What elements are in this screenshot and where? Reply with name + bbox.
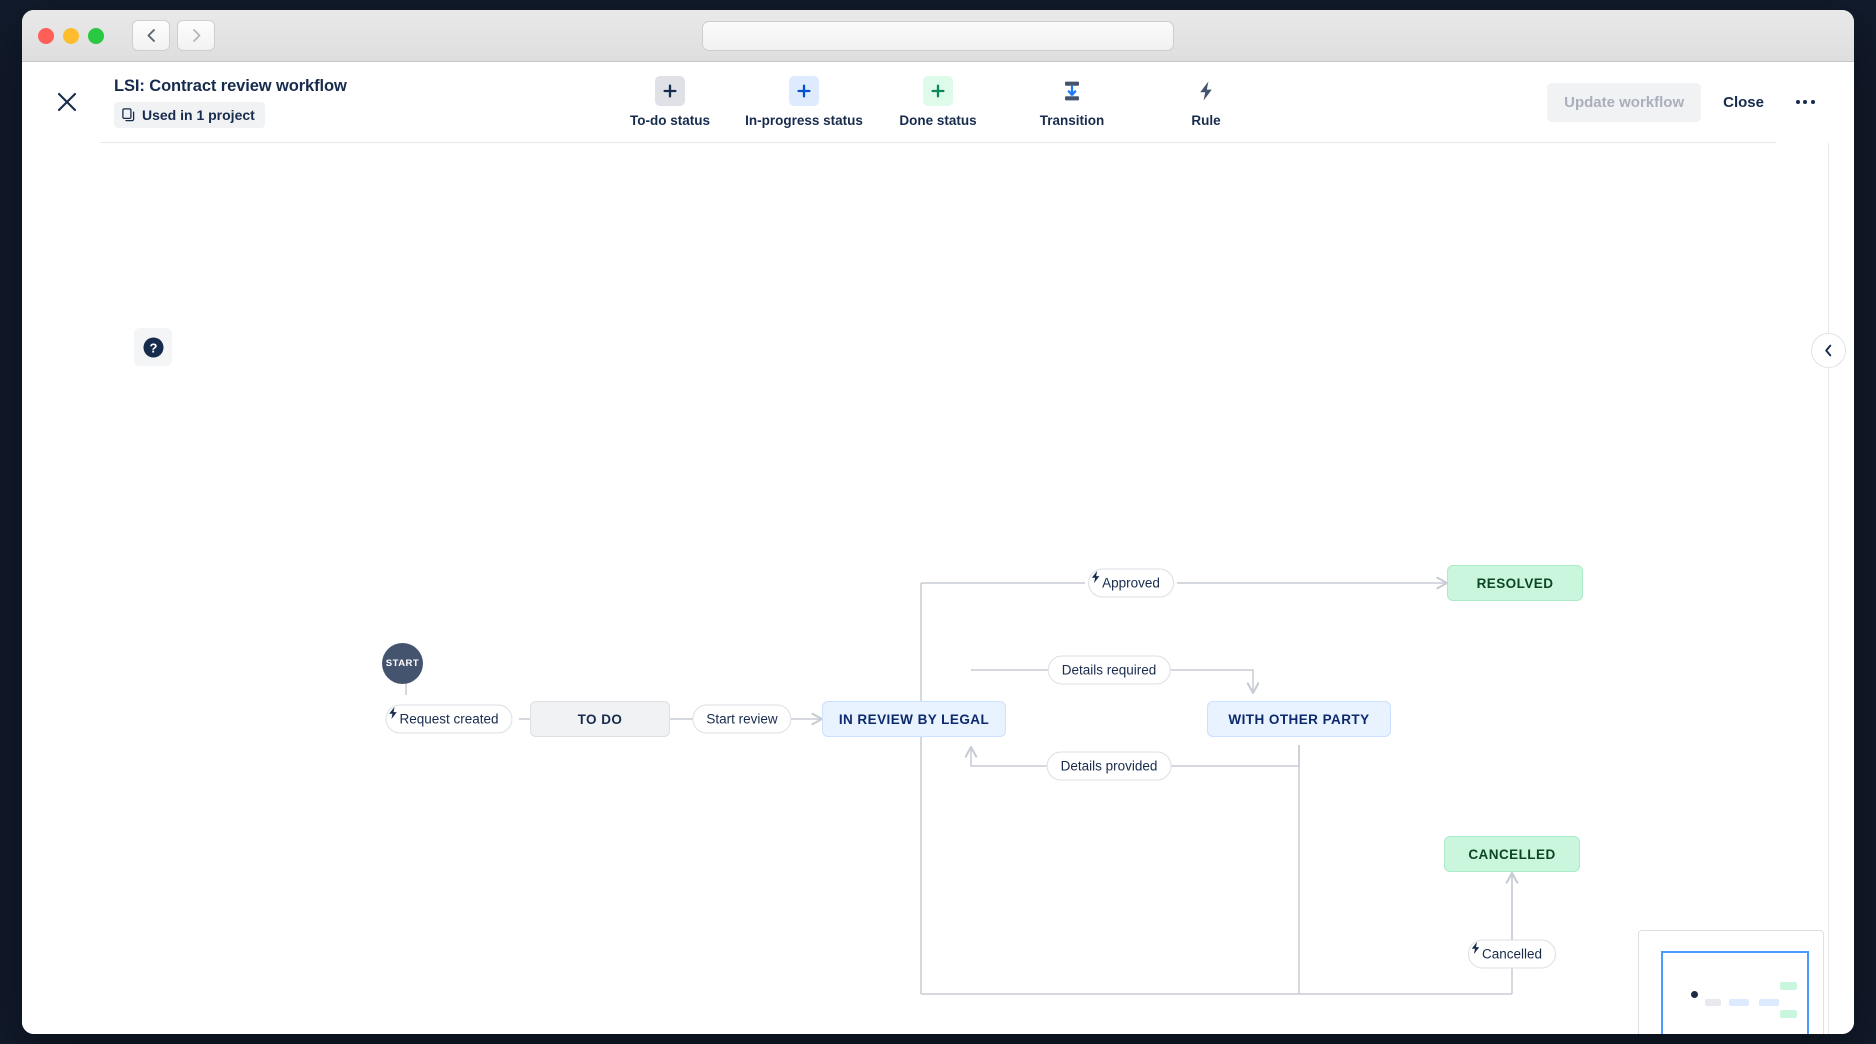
transition-icon [1057,76,1087,106]
browser-nav-buttons [132,20,215,51]
canvas-minimap[interactable] [1638,930,1824,1034]
svg-text:?: ? [149,340,157,355]
add-transition-button[interactable]: Transition [1019,76,1125,128]
nav-back-button[interactable] [132,20,170,51]
status-node-resolved[interactable]: RESOLVED [1447,565,1583,601]
copy-icon [122,108,135,122]
help-button[interactable]: ? [134,328,172,366]
minimap-node-cancelled [1780,1010,1797,1018]
minimap-node-with-other-party [1759,999,1779,1006]
transition-label: Details provided [1060,758,1158,774]
forward-icon [192,29,200,42]
window-zoom-button[interactable] [88,27,104,44]
nav-forward-button[interactable] [177,20,215,51]
used-chip-label: Used in 1 project [142,107,255,123]
transition-label: Request created [399,711,499,727]
status-node-cancelled[interactable]: CANCELLED [1444,836,1580,872]
lightning-icon [1191,76,1221,106]
lightning-icon [1471,941,1480,955]
add-todo-status-button[interactable]: To-do status [617,76,723,128]
lightning-icon [389,706,397,720]
add-rule-button[interactable]: Rule [1153,76,1259,128]
plus-icon-done [923,76,953,106]
minimap-node-in-review [1729,999,1749,1006]
close-editor-button[interactable] [48,83,86,121]
transition-request-created[interactable]: Request created [385,704,513,734]
connector-layer [405,576,1519,995]
more-options-button[interactable] [1786,83,1824,121]
tool-label-todo: To-do status [630,113,710,128]
back-icon [147,29,155,42]
status-node-todo[interactable]: TO DO [530,701,670,737]
transition-label: Cancelled [1481,946,1543,962]
window-minimize-button[interactable] [63,27,79,44]
window-titlebar [22,10,1854,62]
collapse-panel-button[interactable] [1811,333,1846,368]
question-circle-icon: ? [143,337,163,357]
transition-start-review[interactable]: Start review [692,704,792,734]
close-button[interactable]: Close [1709,83,1778,122]
header-actions: Update workflow Close [1547,82,1824,122]
transition-details-required[interactable]: Details required [1047,655,1171,685]
tool-label-done: Done status [899,113,977,128]
plus-icon-todo [655,76,685,106]
transition-label: Approved [1102,575,1160,591]
page-title: LSI: Contract review workflow [114,77,347,95]
tool-label-rule: Rule [1191,113,1221,128]
canvas-right-divider [1828,143,1829,1034]
title-block: LSI: Contract review workflow Used in 1 … [114,76,347,128]
transition-label: Start review [706,711,778,727]
add-inprogress-status-button[interactable]: In-progress status [745,76,863,128]
add-done-status-button[interactable]: Done status [885,76,991,128]
more-dot [1810,100,1815,104]
app-header: LSI: Contract review workflow Used in 1 … [22,62,1854,142]
tool-label-inprogress: In-progress status [745,113,863,128]
transition-approved[interactable]: Approved [1088,568,1174,598]
close-icon [57,92,77,112]
traffic-lights [38,27,104,44]
browser-window: LSI: Contract review workflow Used in 1 … [22,10,1854,1034]
start-node[interactable]: START [382,643,423,684]
minimap-viewport[interactable] [1661,951,1809,1034]
header-divider [100,142,1776,143]
address-bar[interactable] [702,20,1174,51]
transition-cancelled[interactable]: Cancelled [1467,939,1557,969]
tool-label-transition: Transition [1039,113,1105,128]
lightning-icon [1091,570,1100,584]
transition-details-provided[interactable]: Details provided [1046,751,1172,781]
minimap-node-start [1691,991,1698,998]
chevron-left-icon [1825,344,1832,357]
status-node-with-other-party[interactable]: WITH OTHER PARTY [1207,701,1391,737]
more-dot [1803,100,1807,104]
minimap-node-todo [1705,999,1721,1006]
update-workflow-button[interactable]: Update workflow [1547,82,1702,122]
transition-label: Details required [1061,662,1157,678]
workflow-diagram: START TO DO IN REVIEW BY LEGAL WITH OTHE… [22,143,1854,1034]
window-close-button[interactable] [38,27,54,44]
more-dot [1795,100,1800,104]
workflow-toolbar: To-do status In-progress status [617,76,1259,128]
minimap-node-resolved [1780,982,1797,990]
used-in-projects-chip[interactable]: Used in 1 project [114,102,265,128]
workflow-canvas[interactable]: ? [22,143,1854,1034]
status-node-in-review-by-legal[interactable]: IN REVIEW BY LEGAL [822,701,1006,737]
plus-icon-inprogress [789,76,819,106]
